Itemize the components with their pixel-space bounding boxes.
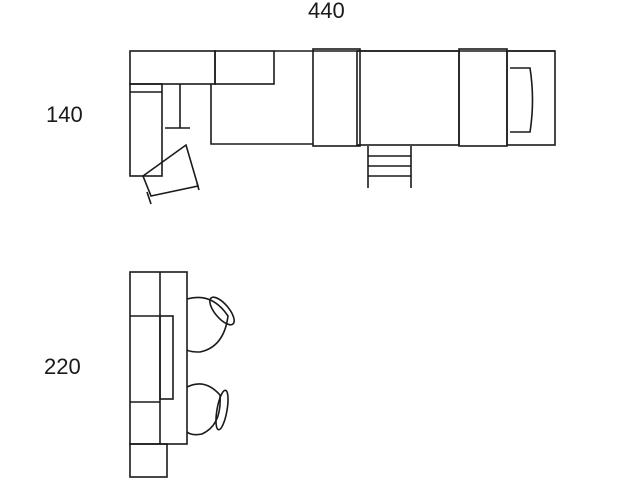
side-plan — [129, 271, 235, 478]
right-end-module — [506, 50, 556, 146]
chair-upper-back — [209, 296, 235, 326]
seat-module-a — [312, 48, 361, 147]
seat-outline — [210, 84, 313, 145]
back-rail-left — [129, 50, 216, 85]
right-end-cushion — [510, 67, 534, 133]
side-cushion — [159, 315, 174, 400]
footrest-leg-b — [196, 182, 200, 191]
left-arm-module — [129, 83, 163, 177]
chair-lower — [186, 383, 221, 436]
chair-upper — [186, 296, 229, 353]
side-frame — [129, 271, 188, 445]
dimension-side-label: 220 — [44, 354, 81, 379]
side-footrest — [129, 443, 168, 478]
back-rail-mid — [214, 50, 275, 85]
seat-module-c — [458, 48, 508, 147]
chair-lower-back — [215, 389, 229, 431]
dimension-width-label: 440 — [308, 0, 345, 23]
sectional-plan — [129, 48, 556, 205]
tilted-footrest — [142, 143, 200, 197]
seat-module-b — [356, 50, 460, 146]
footrest-leg-a — [146, 191, 152, 205]
dimension-depth-label: 140 — [46, 102, 83, 127]
